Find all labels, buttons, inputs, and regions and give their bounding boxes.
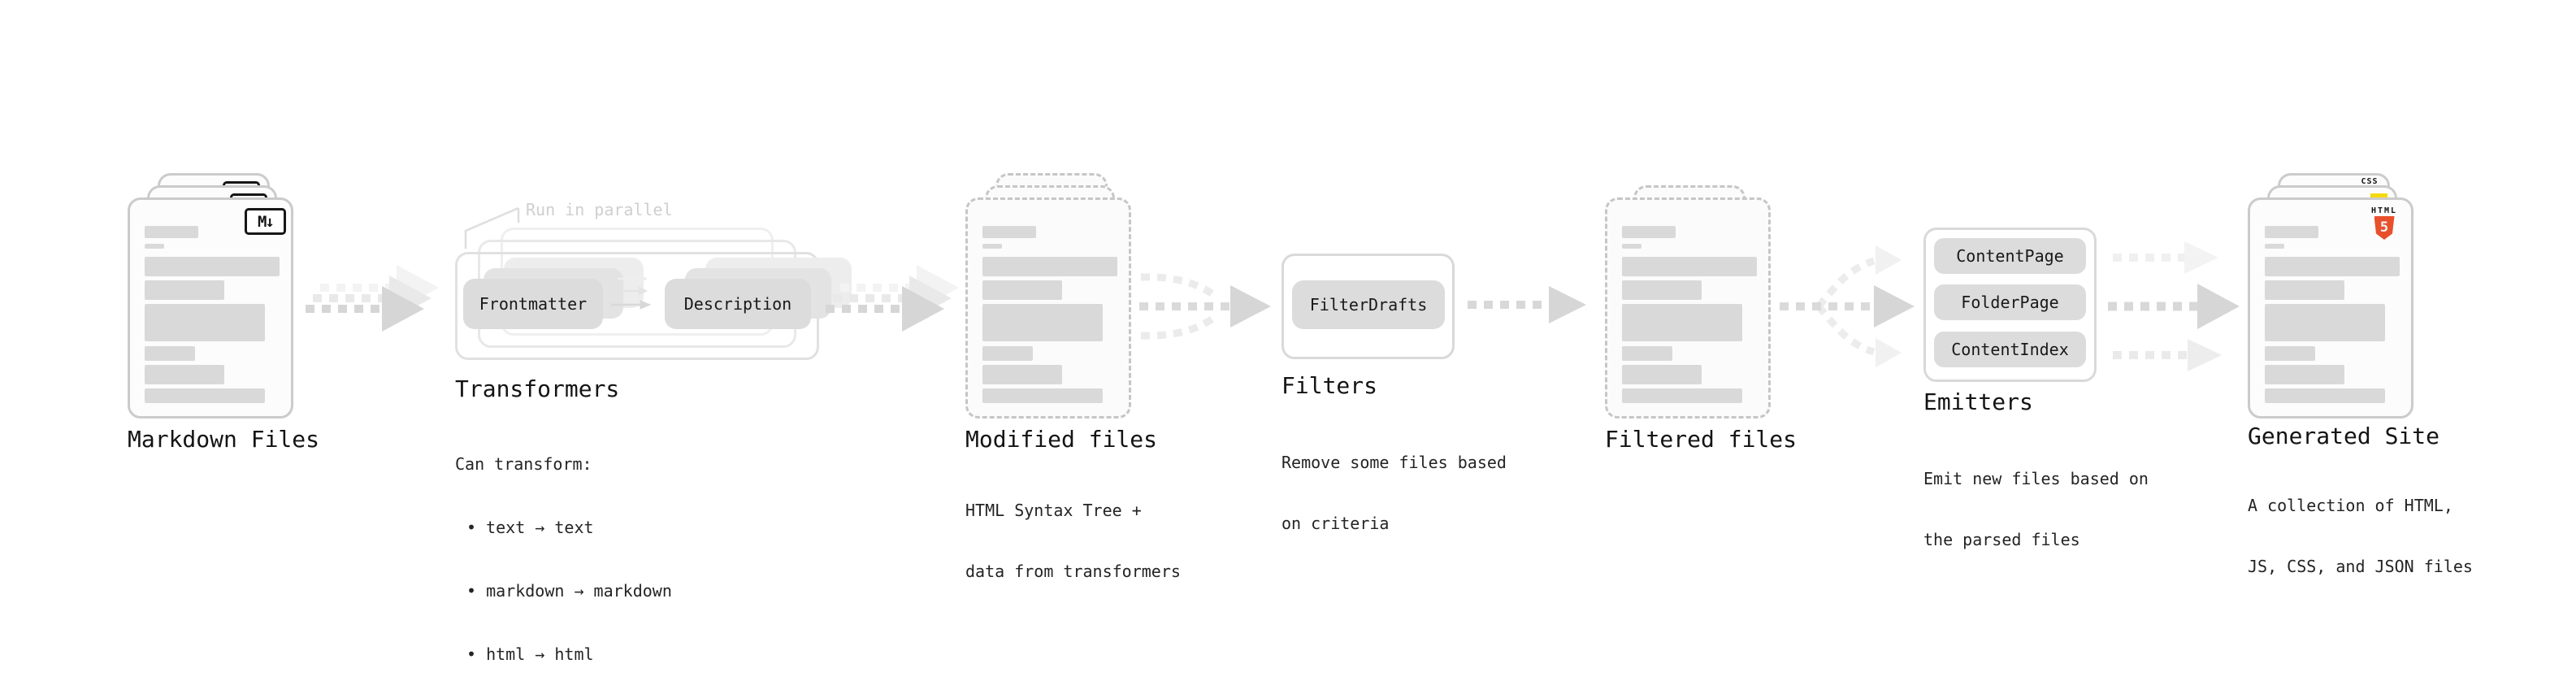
- description-line: • markdown → markdown: [466, 581, 672, 601]
- filter-node-filterdrafts: FilterDrafts: [1292, 280, 1445, 329]
- description-line: Remove some files based: [1281, 453, 1507, 472]
- html5-icon-shield: 5: [2374, 216, 2395, 240]
- placeholder-bar: [145, 280, 224, 300]
- placeholder-bar: [1622, 388, 1742, 403]
- stage-label-modified-files: Modified files: [965, 426, 1158, 453]
- placeholder-bar: [145, 257, 280, 276]
- placeholder-bar: [1622, 304, 1742, 341]
- placeholder-bar: [2265, 346, 2315, 361]
- filtered-file-stack: [1605, 173, 1771, 419]
- placeholder-bar: [2265, 304, 2385, 341]
- flow-arrow-transformers-to-modified: [826, 265, 959, 332]
- placeholder-bar: [145, 388, 265, 403]
- flow-arrow-modified-to-filters: [1139, 273, 1271, 340]
- markdown-icon-glyph: M↓: [258, 212, 275, 231]
- description-line: Can transform:: [455, 454, 592, 474]
- placeholder-bar: [982, 280, 1062, 300]
- placeholder-bar: [2265, 365, 2344, 384]
- description-line: A collection of HTML,: [2248, 496, 2453, 515]
- modified-file-card: [965, 197, 1131, 419]
- placeholder-bar: [982, 244, 1002, 249]
- placeholder-bar: [1622, 257, 1757, 276]
- placeholder-bar: [2265, 257, 2400, 276]
- generated-site-description: A collection of HTML, JS, CSS, and JSON …: [2248, 455, 2473, 618]
- placeholder-bar: [982, 257, 1117, 276]
- flow-arrow-filtered-to-emitters: [1780, 245, 1915, 367]
- placeholder-bar: [1622, 346, 1672, 361]
- placeholder-bar: [145, 346, 195, 361]
- generated-site-stack: CSS HTML 5: [2248, 173, 2413, 419]
- markdown-icon: M↓: [245, 208, 286, 235]
- emitters-description: Emit new files based on the parsed files: [1923, 428, 2149, 591]
- flow-arrow-emitters-to-site: [2108, 241, 2240, 371]
- placeholder-bar: [1622, 226, 1676, 238]
- emitter-node-folderpage: FolderPage: [1934, 284, 2086, 320]
- placeholder-bar: [982, 365, 1062, 384]
- placeholder-bar: [2265, 280, 2344, 300]
- modified-file-stack: [965, 173, 1131, 419]
- filters-description: Remove some files based on criteria: [1281, 412, 1507, 575]
- description-line: • text → text: [466, 518, 594, 537]
- placeholder-bar: [982, 226, 1036, 238]
- markdown-file-stack: M↓ M↓ M↓: [128, 173, 293, 419]
- modified-files-description: HTML Syntax Tree + data from transformer…: [965, 460, 1181, 622]
- css-icon-label: CSS: [2361, 177, 2379, 186]
- placeholder-bar: [145, 304, 265, 341]
- filtered-file-card: [1605, 197, 1771, 419]
- stage-label-filters: Filters: [1281, 372, 1378, 399]
- placeholder-bar: [1622, 244, 1641, 249]
- placeholder-bar: [145, 226, 198, 238]
- placeholder-bar: [982, 388, 1103, 403]
- html5-icon-number: 5: [2379, 219, 2389, 236]
- placeholder-bar: [145, 244, 164, 249]
- parallel-arrows: [611, 274, 652, 310]
- run-in-parallel-note: Run in parallel: [526, 200, 673, 219]
- placeholder-bar: [145, 365, 224, 384]
- placeholder-bar: [1622, 280, 1702, 300]
- placeholder-bar: [2265, 226, 2318, 238]
- description-line: data from transformers: [965, 562, 1181, 581]
- html5-icon: HTML 5: [2367, 206, 2401, 240]
- description-line: HTML Syntax Tree +: [965, 501, 1142, 520]
- stage-label-markdown-files: Markdown Files: [128, 426, 320, 453]
- placeholder-bar: [1622, 365, 1702, 384]
- placeholder-bar: [2265, 388, 2385, 403]
- emitter-node-contentindex: ContentIndex: [1934, 332, 2086, 367]
- description-line: • html → html: [466, 644, 594, 664]
- description-line: the parsed files: [1923, 530, 2080, 549]
- emitter-node-contentpage: ContentPage: [1934, 238, 2086, 274]
- flow-arrow-markdown-to-transformers: [306, 265, 439, 332]
- transformer-node-description: Description: [665, 279, 811, 329]
- placeholder-bar: [2265, 244, 2284, 249]
- stage-label-transformers: Transformers: [455, 375, 620, 402]
- html-file-card: HTML 5: [2248, 197, 2413, 419]
- transformers-description: Can transform: • text → text • markdown …: [455, 411, 672, 681]
- stage-label-filtered-files: Filtered files: [1605, 426, 1798, 453]
- markdown-file-card: M↓: [128, 197, 293, 419]
- description-line: Emit new files based on: [1923, 469, 2149, 488]
- stage-label-emitters: Emitters: [1923, 388, 2033, 415]
- note-pointer-line: [464, 206, 520, 249]
- stage-label-generated-site: Generated Site: [2248, 423, 2440, 449]
- html5-icon-label: HTML: [2370, 206, 2398, 215]
- description-line: on criteria: [1281, 514, 1390, 533]
- transformer-node-frontmatter: Frontmatter: [463, 279, 603, 329]
- flow-arrow-filters-to-filtered: [1468, 286, 1586, 323]
- description-line: JS, CSS, and JSON files: [2248, 557, 2473, 576]
- placeholder-bar: [982, 346, 1033, 361]
- placeholder-bar: [982, 304, 1103, 341]
